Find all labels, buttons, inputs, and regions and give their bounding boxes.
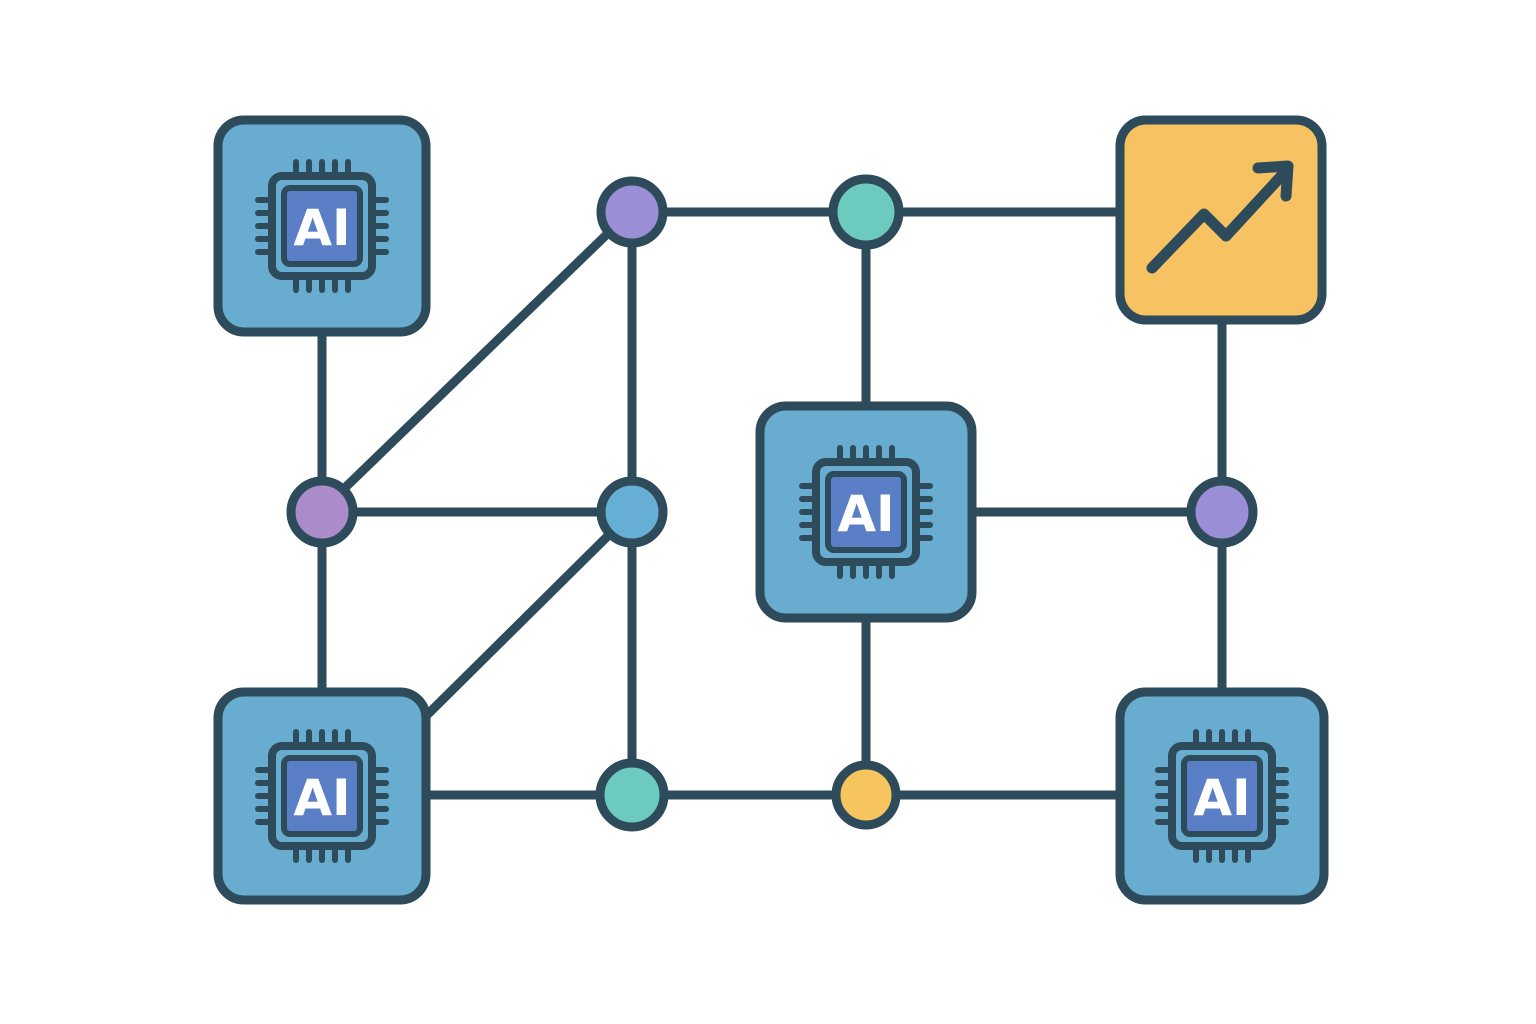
chip-core [1181, 755, 1263, 837]
chip-core [825, 471, 907, 553]
ai-chip-label: AI [293, 199, 350, 257]
ai-chip-label: AI [293, 769, 350, 827]
ai-chip-box-center: AI [755, 401, 977, 623]
growth-box-background [1115, 115, 1327, 325]
node-right-mid [1186, 476, 1258, 548]
node-top-b [828, 174, 904, 250]
ai-chip-box-top-left: AI [213, 115, 431, 337]
connection-lines [317, 205, 1227, 800]
ai-chip-label: AI [837, 485, 894, 543]
node-top-a [596, 176, 668, 248]
growth-chart-box [1115, 115, 1327, 325]
node-left-mid [286, 476, 358, 548]
node-bottom-b [831, 760, 901, 830]
chip-core [281, 755, 363, 837]
ai-chip-label: AI [1193, 769, 1250, 827]
chip-core [281, 185, 363, 267]
ai-chip-box-bottom-left: AI [213, 687, 431, 905]
edge-chip-bl-to-mid [419, 507, 637, 723]
trend-up-arrow-icon [1146, 160, 1294, 274]
connector-nodes [286, 174, 1258, 832]
node-bottom-a [595, 758, 669, 832]
node-mid [596, 476, 668, 548]
edge-left-node-to-top-a [317, 205, 637, 515]
ai-chip-box-bottom-right: AI [1115, 687, 1329, 905]
